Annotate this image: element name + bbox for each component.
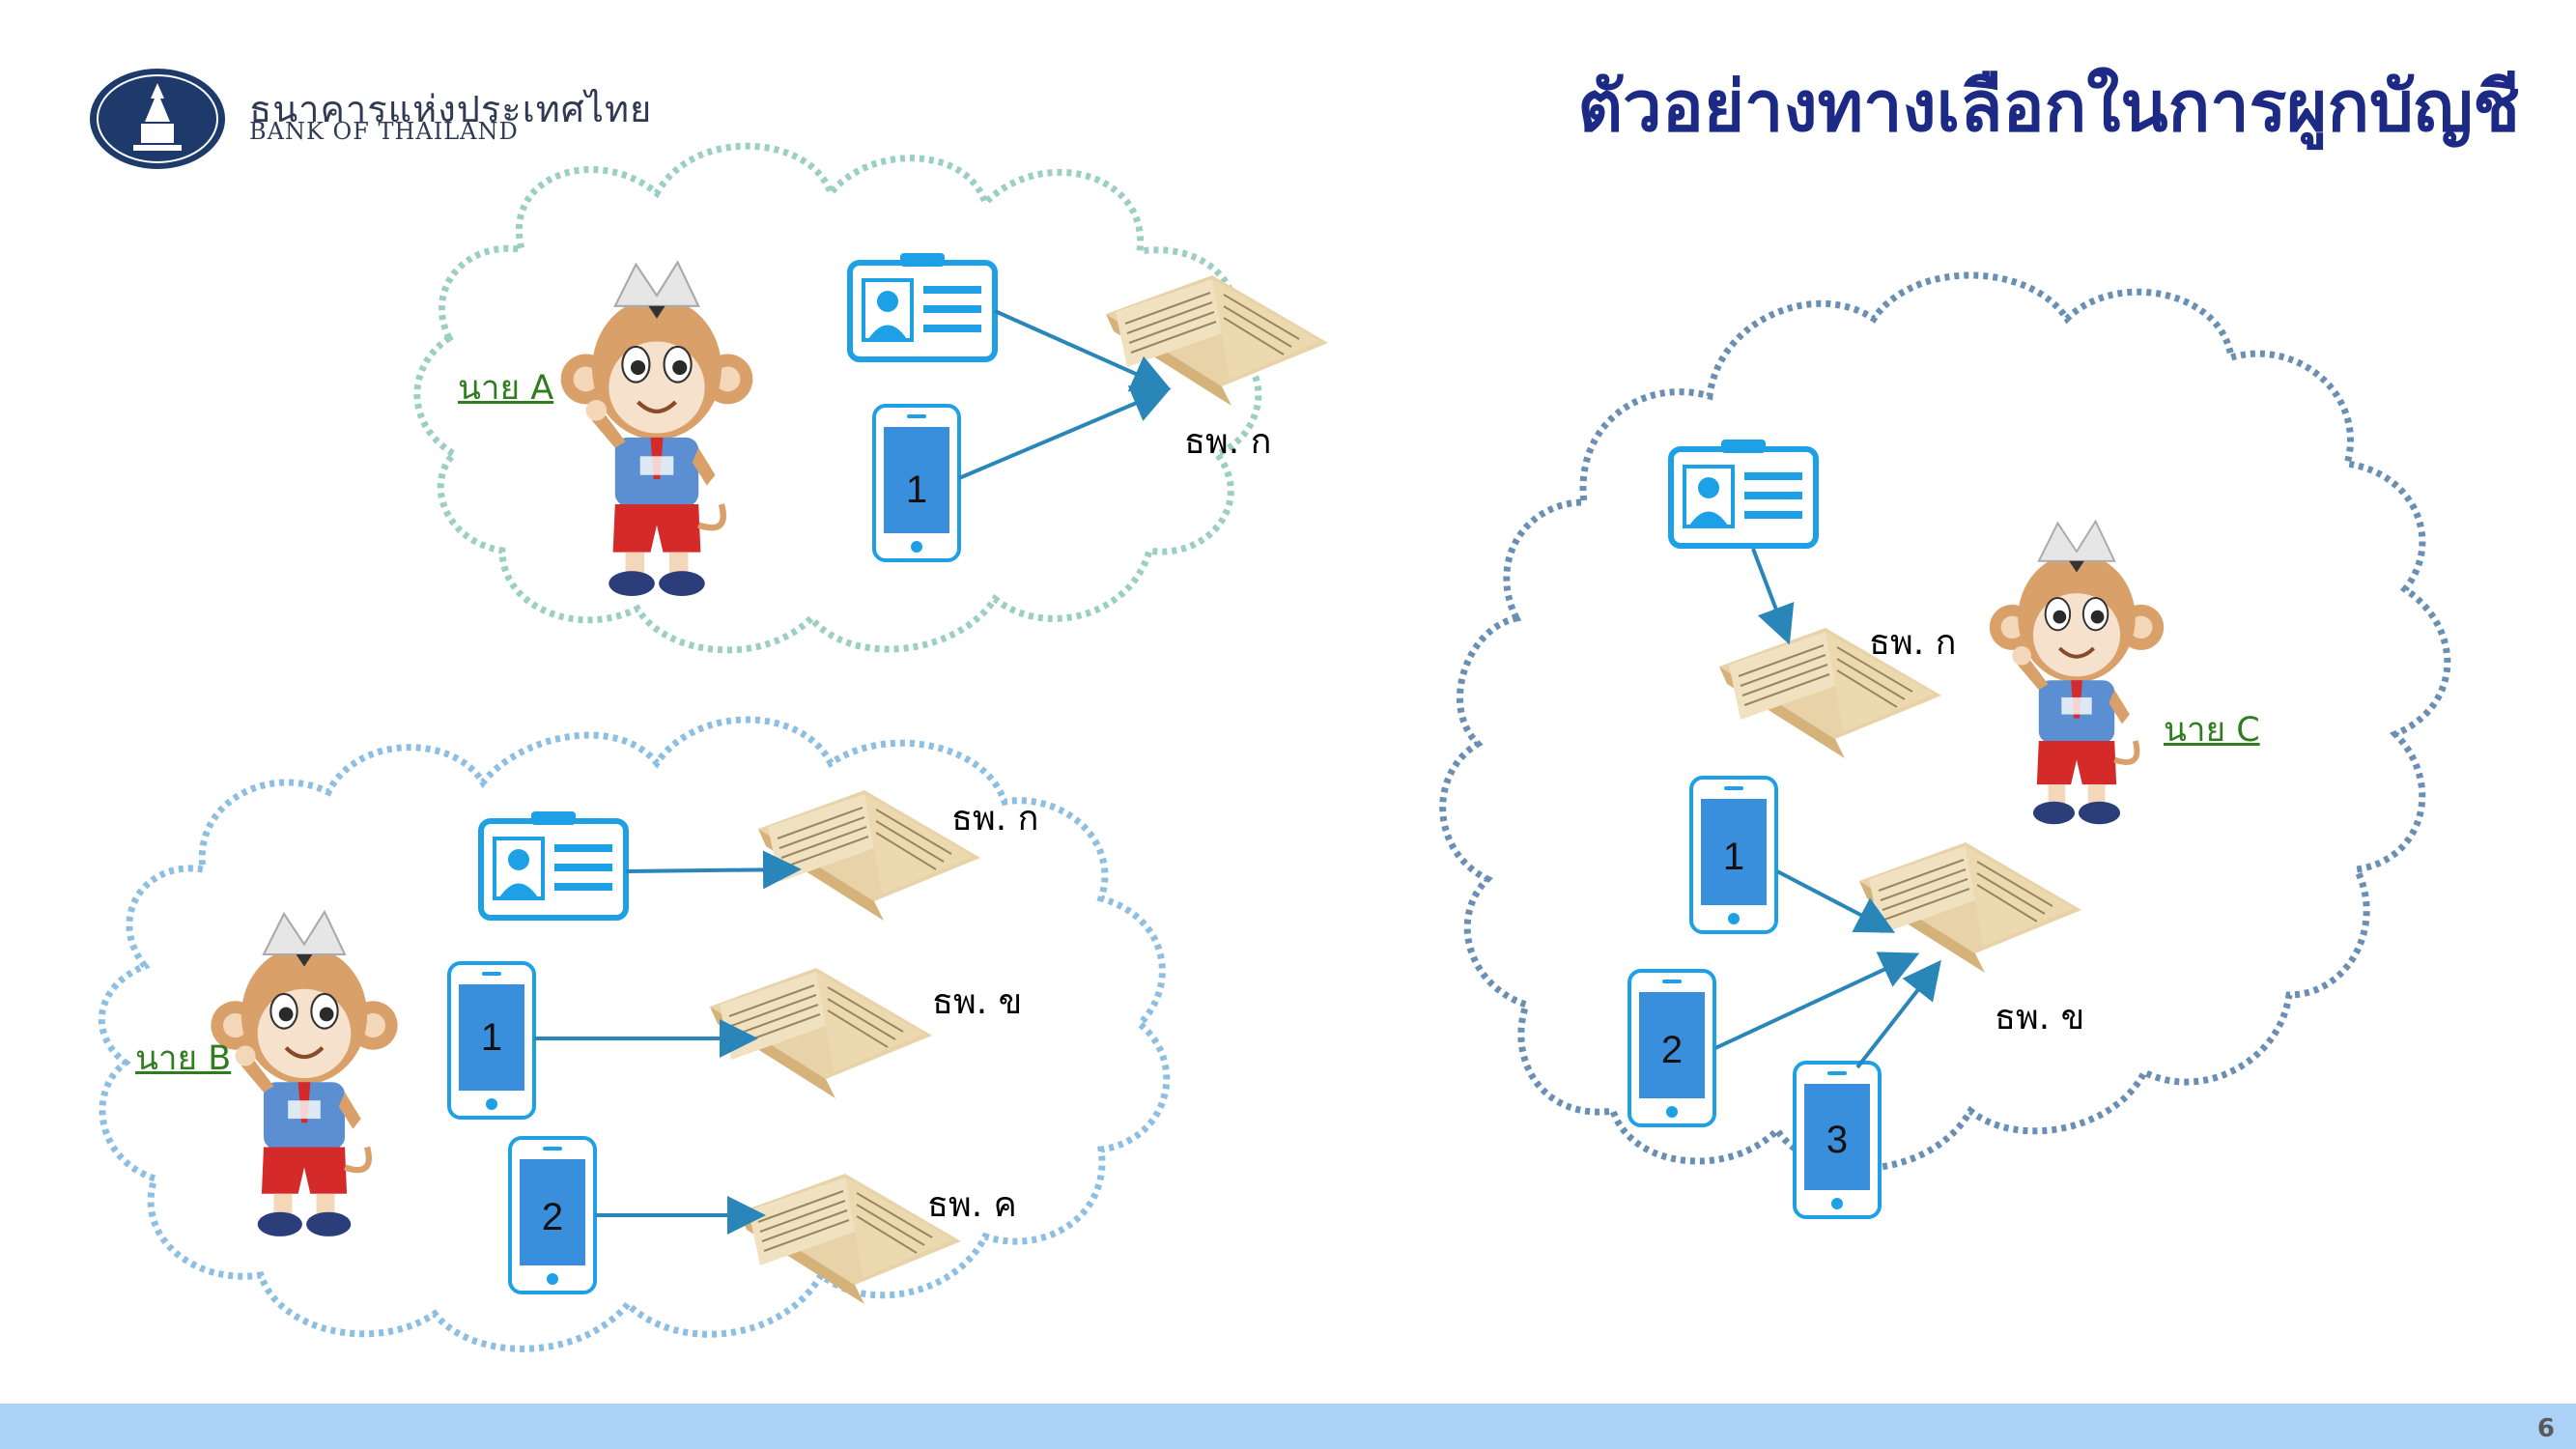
arrow-phone-to-bankbook (1714, 952, 1920, 1050)
id-card-icon (850, 253, 995, 359)
bank-label: ธพ. ข (1995, 998, 2085, 1037)
arrow-idcard-to-bankbook (1751, 548, 1795, 645)
bankbook-icon (709, 967, 933, 1099)
arrow-phone-to-bankbook (1776, 869, 1896, 933)
bank-label: ธพ. ก (1869, 623, 1957, 663)
id-card-icon (481, 811, 626, 918)
bankbook-icon (1858, 841, 2082, 974)
arrow-idcard-to-bankbook (994, 309, 1172, 392)
page-title: ตัวอย่างทางเลือกในการผูกบัญชี (1577, 66, 2520, 147)
arrow-idcard-to-bankbook (625, 850, 802, 890)
phone-number-label: 1 (1723, 836, 1744, 878)
org-name-english: BANK OF THAILAND (249, 118, 519, 145)
person-label-c: นาย C (2164, 711, 2260, 750)
cloud-group-c (1439, 271, 2451, 1172)
bank-label: ธพ. ข (932, 982, 1023, 1022)
person-label-a: นาย A (458, 369, 554, 408)
monkey-mascot (211, 912, 397, 1236)
bank-of-thailand-logo (85, 66, 230, 172)
cloud-group-b (98, 716, 1171, 1352)
phone-number-label: 3 (1826, 1119, 1848, 1161)
id-card-icon (1671, 440, 1816, 546)
phone-number-label: 2 (1661, 1029, 1683, 1071)
phone-number-label: 1 (906, 469, 927, 511)
cloud-group-a (413, 142, 1262, 654)
bankbook-icon (757, 789, 981, 922)
person-label-b: นาย B (135, 1039, 232, 1078)
bank-label: ธพ. ก (951, 799, 1039, 838)
monkey-mascot (1990, 522, 2164, 825)
bankbook-icon (1105, 274, 1329, 407)
arrow-phone-to-bankbook (958, 385, 1172, 480)
page-number: 6 (2536, 1414, 2555, 1443)
bank-label: ธพ. ก (1184, 422, 1272, 462)
org-name-thai: ธนาคารแห่งประเทศไทย (249, 88, 653, 130)
arrow-phone-to-bankbook (1855, 959, 1941, 1069)
phone-number-label: 1 (481, 1016, 502, 1059)
monkey-mascot (561, 262, 753, 596)
footer-bar (0, 1404, 2576, 1449)
phone-number-label: 2 (542, 1196, 563, 1238)
bank-label: ธพ. ค (927, 1185, 1017, 1225)
